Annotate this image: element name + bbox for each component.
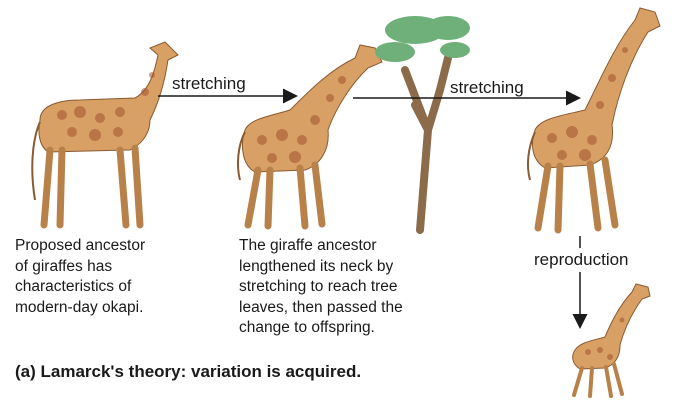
- caption-ancestor: Proposed ancestor of giraffes has charac…: [15, 236, 145, 318]
- panel-title: (a) Lamarck's theory: variation is acqui…: [15, 362, 361, 382]
- reproduction-label: reproduction: [532, 250, 631, 270]
- ancestor-giraffe-illustration: [32, 42, 178, 225]
- stretching-giraffe-illustration: [238, 45, 382, 226]
- tree-illustration: [375, 16, 470, 230]
- offspring-giraffe-illustration: [573, 284, 650, 396]
- arrow-label-stretching-2: stretching: [450, 78, 524, 98]
- long-neck-giraffe-illustration: [528, 8, 660, 230]
- caption-stretching: The giraffe ancestor lengthened its neck…: [239, 236, 403, 339]
- arrow-label-stretching-1: stretching: [172, 74, 246, 94]
